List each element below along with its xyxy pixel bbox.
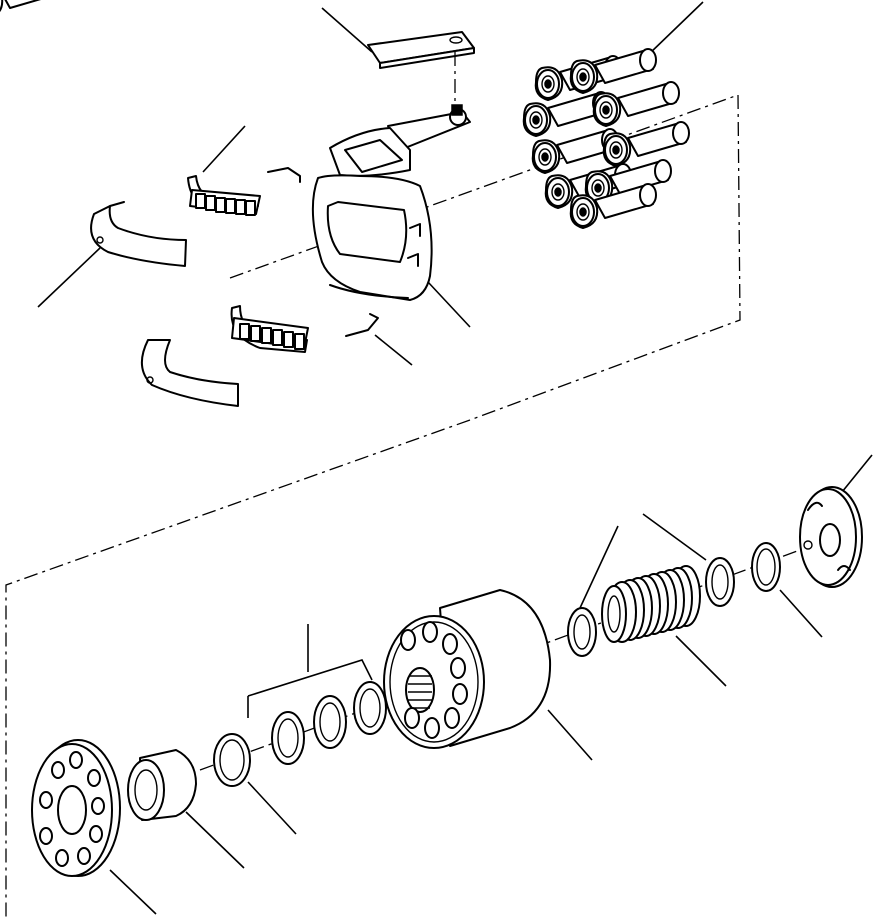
retainer-plate xyxy=(31,739,157,915)
ring-right xyxy=(642,513,735,607)
snap-ring-right xyxy=(751,542,823,638)
valve-plate xyxy=(799,454,873,588)
bushing xyxy=(127,749,245,869)
spacer-ring xyxy=(213,733,297,835)
pin-lower xyxy=(345,313,413,366)
piston-assemblies xyxy=(0,0,704,229)
cradle-bearing-upper xyxy=(187,125,261,216)
cradle-bearing-lower xyxy=(230,305,309,353)
plate xyxy=(321,7,475,105)
spring xyxy=(601,565,727,687)
washer xyxy=(567,525,619,657)
shim-set xyxy=(247,624,387,765)
pin-upper xyxy=(267,167,301,183)
upper-group-frame xyxy=(229,94,741,421)
swash-plate xyxy=(311,104,471,328)
bearing-shell-left-upper xyxy=(37,201,187,308)
cylinder-block xyxy=(383,589,593,761)
bearing-shell-left-lower xyxy=(141,339,239,407)
